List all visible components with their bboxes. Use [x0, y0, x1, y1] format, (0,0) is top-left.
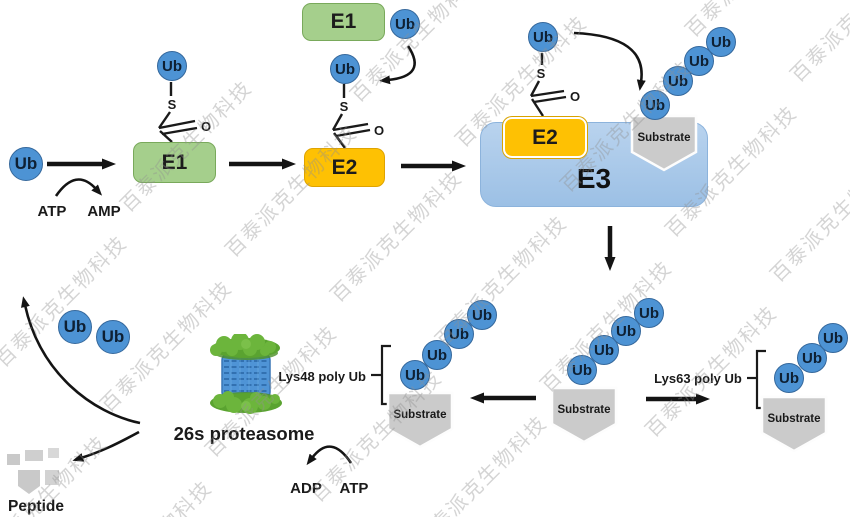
- ub-chain-center-3: Ub: [611, 316, 641, 346]
- ub-chain-e3-2: Ub: [663, 66, 693, 96]
- atp-label: ATP: [37, 203, 67, 220]
- e3-label: E3: [576, 163, 612, 194]
- substrate-label: Substrate: [637, 132, 690, 144]
- thioester-bond-e2-on-e3: [529, 53, 567, 117]
- ub-on-e2-e3: Ub: [528, 22, 558, 52]
- proteasome-icon: [210, 334, 282, 414]
- ub-on-e2: Ub: [330, 54, 360, 84]
- ub-chain-center-4: Ub: [634, 298, 664, 328]
- watermark-text: 百泰派克生物科技: [73, 473, 218, 517]
- atp-label-2: ATP: [339, 480, 369, 497]
- ub-chain-e3-1: Ub: [640, 90, 670, 120]
- substrate-label: Substrate: [557, 404, 610, 416]
- ub-beside-e1: Ub: [390, 9, 420, 39]
- arrow-atp-amp: [54, 178, 103, 197]
- ub-chain-e3-4: Ub: [706, 27, 736, 57]
- lys63-poly-ub-label: Lys63 poly Ub: [654, 371, 742, 386]
- sulfur-letter: S: [167, 97, 177, 112]
- substrate-lys48: Substrate: [386, 391, 454, 449]
- amp-label: AMP: [87, 203, 121, 220]
- thioester-bond-e1: [158, 82, 198, 143]
- arrow-to-peptide: [72, 430, 140, 462]
- ub-chain-lys48-2: Ub: [422, 340, 452, 370]
- oxygen-letter: O: [373, 123, 385, 138]
- ub-recycled-2: Ub: [96, 320, 130, 354]
- ub-free-start: Ub: [9, 147, 43, 181]
- watermark-text: 百泰派克生物科技: [786, 0, 850, 87]
- arrow-ub-to-substrate-chain: [573, 31, 646, 91]
- watermark-text: 百泰派克生物科技: [766, 146, 850, 287]
- substrate-label: Substrate: [393, 409, 446, 421]
- ub-chain-lys48-4: Ub: [467, 300, 497, 330]
- ub-recycled-1: Ub: [58, 310, 92, 344]
- e1-released-box: E1: [302, 3, 385, 41]
- substrate-label: Substrate: [767, 413, 820, 425]
- sulfur-letter: S: [339, 99, 349, 114]
- ub-chain-lys63-2: Ub: [797, 343, 827, 373]
- proteasome-label: 26s proteasome: [173, 423, 315, 444]
- oxygen-letter: O: [569, 89, 581, 104]
- substrate-center: Substrate: [550, 386, 618, 444]
- watermark-text: 百泰派克生物科技: [221, 121, 362, 262]
- ub-on-e1: Ub: [157, 51, 187, 81]
- substrate-on-e3: Substrate: [630, 114, 698, 172]
- peptide-fragments-icon: [7, 448, 59, 494]
- oxygen-letter: O: [200, 119, 212, 134]
- lys48-poly-ub-label: Lys48 poly Ub: [278, 369, 366, 384]
- substrate-lys63: Substrate: [760, 395, 828, 453]
- e2-enzyme-box: E2: [304, 148, 385, 187]
- ub-chain-lys63-3: Ub: [818, 323, 848, 353]
- thioester-bond-e2: [331, 84, 371, 149]
- ub-chain-e3-3: Ub: [684, 46, 714, 76]
- ub-chain-lys63-1: Ub: [774, 363, 804, 393]
- peptide-label: Peptide: [8, 498, 64, 515]
- e1-enzyme-box: E1: [133, 142, 216, 183]
- arrow-ub-transfer-e2: [379, 45, 416, 85]
- e2-on-e3-box: E2: [503, 117, 587, 158]
- watermark-text: 百泰派克生物科技: [678, 0, 823, 42]
- adp-label: ADP: [290, 480, 322, 497]
- arrow-atp-adp: [306, 445, 353, 466]
- sulfur-letter: S: [536, 66, 546, 81]
